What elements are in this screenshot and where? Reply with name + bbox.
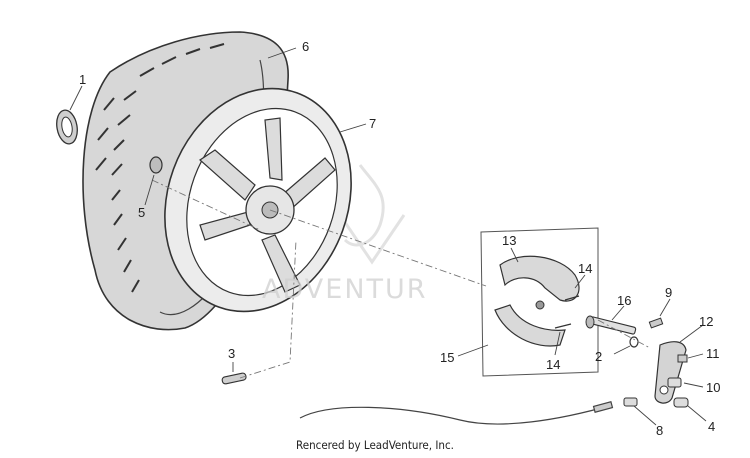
callout-13: 13 — [502, 233, 517, 248]
callout-1: 1 — [79, 72, 87, 87]
brake-cable — [299, 401, 614, 425]
watermark-flame-logo — [338, 164, 406, 265]
sleeve-part-4 — [673, 397, 689, 408]
callout-5: 5 — [138, 205, 146, 220]
brake-lever-part-12 — [654, 341, 687, 404]
bearing-part-1 — [56, 109, 78, 145]
callout-10: 10 — [706, 380, 721, 395]
bushing-part-10 — [667, 377, 682, 388]
washer-part-2 — [629, 336, 639, 348]
nut-part-11 — [677, 354, 688, 363]
axle-part-16 — [585, 315, 637, 335]
assembly-lines — [151, 179, 651, 379]
callout-12: 12 — [699, 314, 714, 329]
callout-15: 15 — [440, 350, 455, 365]
watermark-text: ADVENTUR — [262, 274, 428, 305]
callout-14-lower: 14 — [546, 357, 561, 372]
credit-text: Rencered by LeadVenture, Inc. — [296, 438, 454, 452]
callout-8: 8 — [656, 423, 664, 438]
bolt-part-9 — [648, 317, 664, 329]
callout-3: 3 — [228, 346, 236, 361]
rim-part-7 — [164, 87, 352, 313]
callout-9: 9 — [665, 285, 673, 300]
callout-11: 11 — [706, 346, 720, 361]
callout-16: 16 — [617, 293, 632, 308]
callout-14-upper: 14 — [578, 261, 593, 276]
callout-4: 4 — [708, 419, 716, 434]
callout-2: 2 — [595, 349, 603, 364]
callout-6: 6 — [302, 39, 310, 54]
valve-part-3 — [221, 372, 247, 385]
callout-7: 7 — [369, 116, 377, 131]
spacer-part-5 — [149, 156, 163, 174]
cable-end-part-8 — [623, 397, 638, 407]
brake-assembly-box-part-15 — [480, 227, 599, 377]
leader-lines — [69, 47, 707, 426]
